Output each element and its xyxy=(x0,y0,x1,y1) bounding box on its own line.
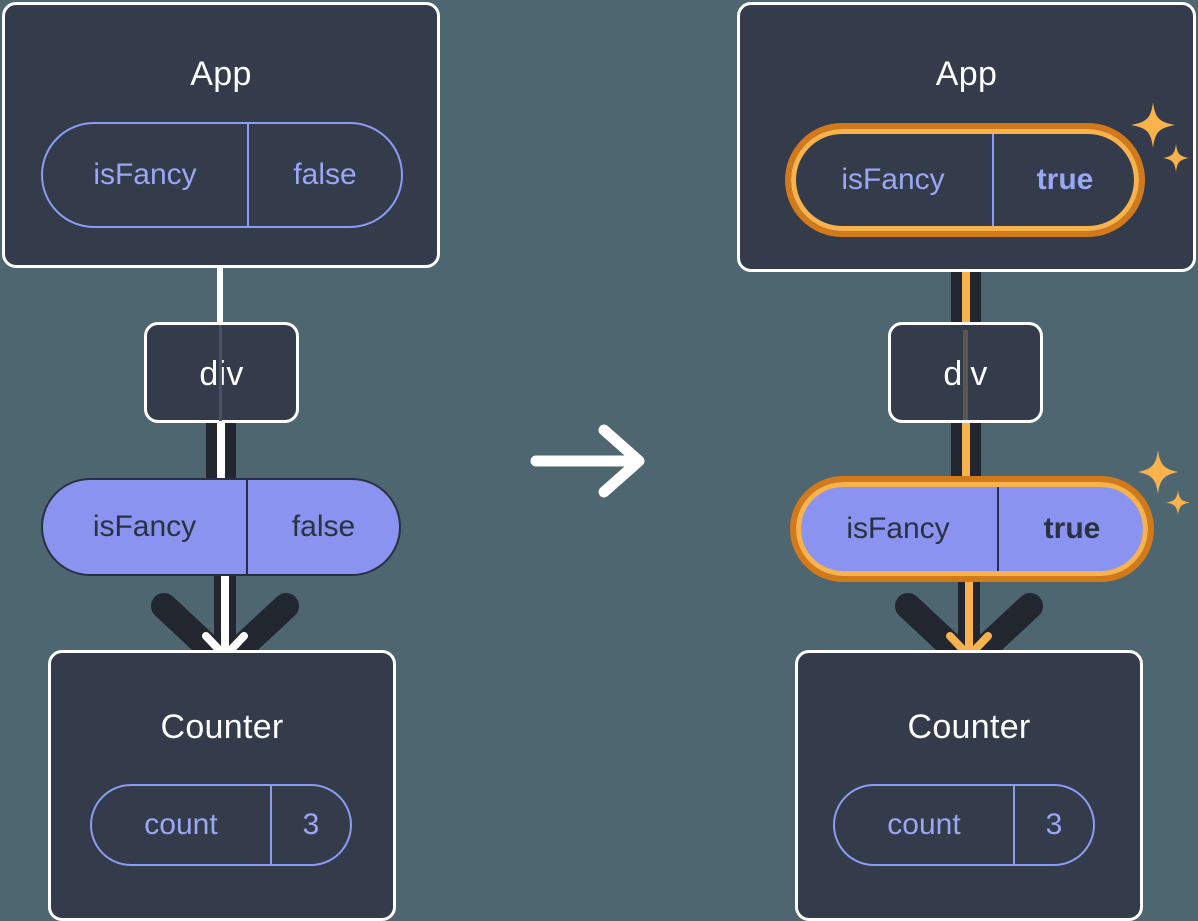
sparkle-large-icon xyxy=(1131,102,1189,172)
before-app-title: App xyxy=(190,55,252,93)
after-counter-title: Counter xyxy=(907,708,1031,746)
after-app-state-pill: isFancy true xyxy=(792,130,1138,230)
before-counter-state-pill: count 3 xyxy=(90,784,352,866)
before-prop-key: isFancy xyxy=(43,480,248,574)
after-app-state-key: isFancy xyxy=(794,132,994,228)
before-app-state-pill: isFancy false xyxy=(41,122,403,228)
transition-arrow-icon xyxy=(530,424,645,498)
sparkle-small-icon xyxy=(1138,450,1190,515)
before-prop-pill: isFancy false xyxy=(41,478,401,576)
before-prop-value: false xyxy=(291,510,356,543)
before-connector-app-div xyxy=(217,265,223,325)
before-connector-div-prop-core xyxy=(217,420,225,482)
after-connector-div-prop-core xyxy=(962,418,970,486)
after-div-internal-line xyxy=(963,330,968,420)
after-counter-state-key: count xyxy=(835,786,1015,864)
after-prop-key: isFancy xyxy=(799,485,999,573)
before-app-state-key: isFancy xyxy=(43,124,249,226)
before-counter-state-value: 3 xyxy=(302,808,320,841)
before-counter-title: Counter xyxy=(160,708,284,746)
after-app-title: App xyxy=(935,55,998,93)
after-prop-pill: isFancy true xyxy=(797,483,1147,575)
before-counter-state-key: count xyxy=(92,786,272,864)
before-div-internal-line xyxy=(219,325,222,421)
after-app-state-value: true xyxy=(1036,163,1094,196)
before-app-state-value: false xyxy=(293,158,357,191)
after-counter-state-value: 3 xyxy=(1045,808,1063,841)
after-prop-value: true xyxy=(1043,512,1101,545)
after-counter-state-pill: count 3 xyxy=(833,784,1095,866)
